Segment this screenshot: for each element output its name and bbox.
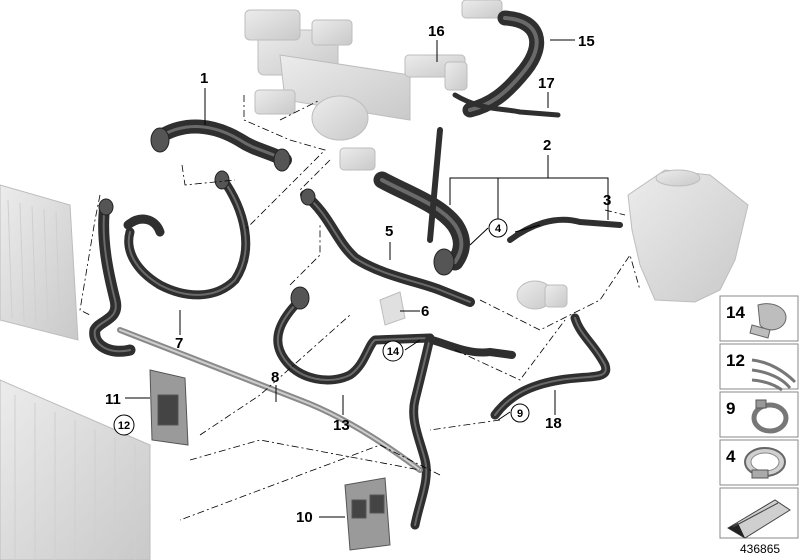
- band-clamp-icon: [744, 447, 786, 479]
- callout-8: 8: [271, 369, 279, 386]
- hose-7: [124, 170, 251, 300]
- circled-callout-9: 9: [510, 403, 530, 423]
- hoses: [89, 10, 623, 530]
- callout-1: 1: [200, 70, 208, 87]
- hose-15: [462, 10, 545, 118]
- dash-leaders: [79, 95, 641, 521]
- callout-3: 3: [603, 192, 611, 209]
- callout-11: 11: [105, 391, 121, 408]
- radiator-lower-left: [0, 379, 151, 560]
- valve-16: [404, 54, 468, 91]
- circled-callout-9-label: 9: [517, 408, 523, 420]
- hose-1: [150, 119, 292, 172]
- legend-number-14: 14: [726, 303, 745, 322]
- callout-17: 17: [538, 75, 555, 92]
- circled-callout-12: 12: [113, 414, 135, 436]
- bracket-10: [344, 477, 391, 551]
- legend-number-9: 9: [726, 399, 735, 418]
- legend-arrow-box: [719, 487, 799, 539]
- callout-7: 7: [175, 335, 183, 352]
- callout-13: 13: [333, 417, 350, 434]
- reference-number: 436865: [740, 542, 780, 556]
- hose-17: [452, 92, 561, 118]
- bracket-6: [379, 291, 406, 326]
- hose-right-branch: [428, 336, 516, 359]
- circled-callout-4: 4: [488, 218, 508, 238]
- direction-arrow-icon: [727, 499, 791, 539]
- hose-18: [490, 313, 611, 420]
- legend-row-12: 12: [719, 343, 799, 392]
- legend-row-4: 4: [719, 439, 799, 486]
- connector-thermostat: [339, 147, 376, 171]
- radiator-upper-left: [0, 184, 79, 341]
- circled-callout-14: 14: [382, 340, 404, 362]
- callout-5: 5: [385, 223, 393, 240]
- callout-16: 16: [428, 23, 445, 40]
- hose-short-left: [123, 214, 165, 237]
- circled-callouts: 4 9 12 14: [113, 218, 530, 436]
- bracket-11: [149, 369, 189, 446]
- hose-5: [300, 188, 475, 307]
- callouts: 1 2 3 5 6 7 8 10 11 13 15 16 17 18: [105, 23, 611, 526]
- callout-15: 15: [578, 33, 595, 50]
- legend-number-4: 4: [726, 447, 736, 466]
- legend-number-12: 12: [726, 351, 745, 370]
- pipe-top-right: [461, 0, 503, 19]
- callout-6: 6: [421, 303, 429, 320]
- solid-leaders: [125, 39, 609, 518]
- legend-row-14: 14: [719, 295, 799, 342]
- hose-2: [373, 171, 470, 276]
- hose-left-return: [89, 198, 136, 357]
- callout-18: 18: [545, 415, 562, 432]
- auxiliary-water-pump: [516, 280, 568, 310]
- hose-lower-long: [409, 333, 435, 530]
- legend-panel: 14 12 9 4: [719, 295, 799, 539]
- circled-callout-4-label: 4: [495, 223, 502, 235]
- hose-13: [273, 286, 435, 385]
- legend-row-9: 9: [719, 391, 799, 438]
- callout-10: 10: [296, 509, 313, 526]
- pipe-vertical-center: [427, 127, 443, 243]
- callout-2: 2: [543, 137, 551, 154]
- egr-cooler-block: [244, 9, 411, 141]
- circled-callout-14-label: 14: [387, 346, 400, 358]
- clip-strip-icon: [751, 358, 797, 392]
- pipe-8: [117, 327, 423, 473]
- circled-callout-12-label: 12: [118, 420, 130, 432]
- expansion-tank: [627, 169, 749, 303]
- hose-3: [507, 216, 623, 243]
- spring-clamp-icon: [751, 399, 789, 434]
- hose-clip-icon: [749, 303, 787, 339]
